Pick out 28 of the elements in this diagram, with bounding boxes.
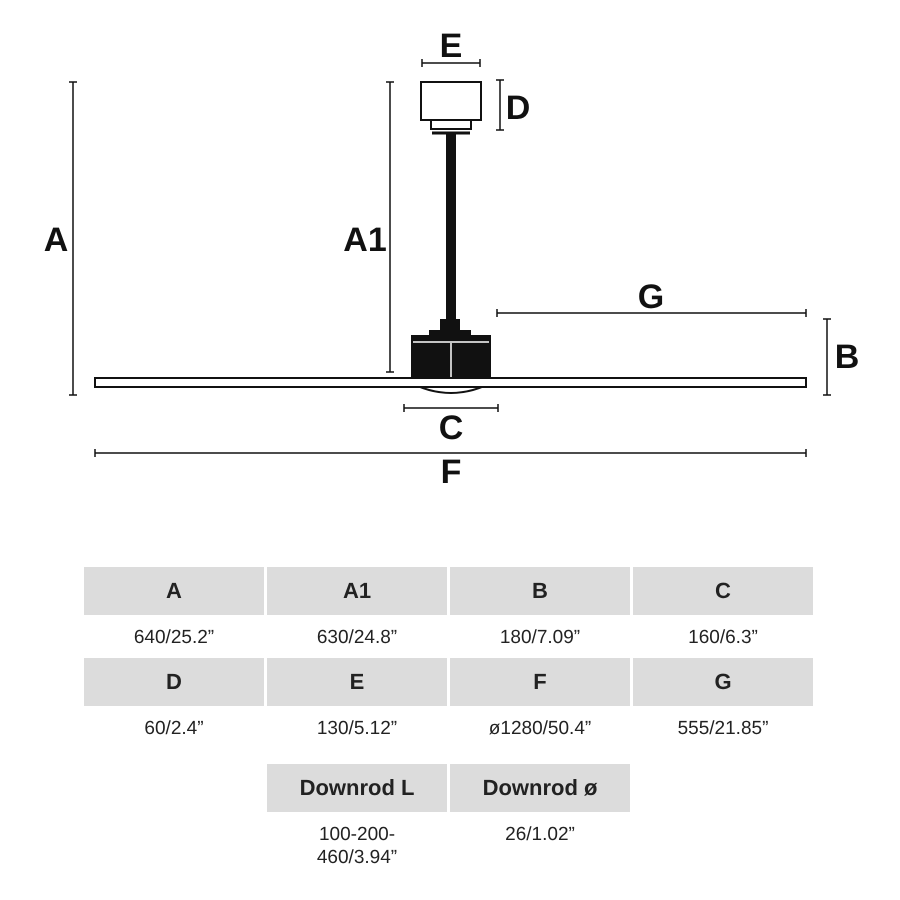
dimension-value: 555/21.85” [678,717,768,740]
dimension-letter: E [440,29,462,63]
dimension-letter: D [506,91,530,125]
table-header-cell: F [450,658,630,706]
table-header-cell: B [450,567,630,615]
dimension-letter: A [44,223,68,257]
dimension-value: 160/6.3” [688,626,758,649]
table-header-cell: E [267,658,447,706]
table-header-cell: A1 [267,567,447,615]
dimension-letter: A1 [343,223,387,257]
table-header-cell: Downrod L [267,764,447,812]
dimension-value: 60/2.4” [144,717,204,740]
table-header-cell: A [84,567,264,615]
table-header-cell: C [633,567,813,615]
table-header-cell: D [84,658,264,706]
dimension-letter: F [440,455,462,489]
dimension-letter: B [834,340,860,374]
dimension-value: ø1280/50.4” [488,717,592,740]
dimension-letter: G [638,280,664,314]
dimension-value: 26/1.02” [505,823,575,846]
dimension-value: 640/25.2” [134,626,214,649]
dimension-value: 100-200-460/3.94” [316,823,398,869]
table-header-cell: Downrod ø [450,764,630,812]
dimension-value: 630/24.8” [316,626,398,649]
dimension-letter: C [438,411,464,445]
table-header-cell: G [633,658,813,706]
dimension-value: 180/7.09” [500,626,580,649]
dimension-value: 130/5.12” [316,717,398,740]
